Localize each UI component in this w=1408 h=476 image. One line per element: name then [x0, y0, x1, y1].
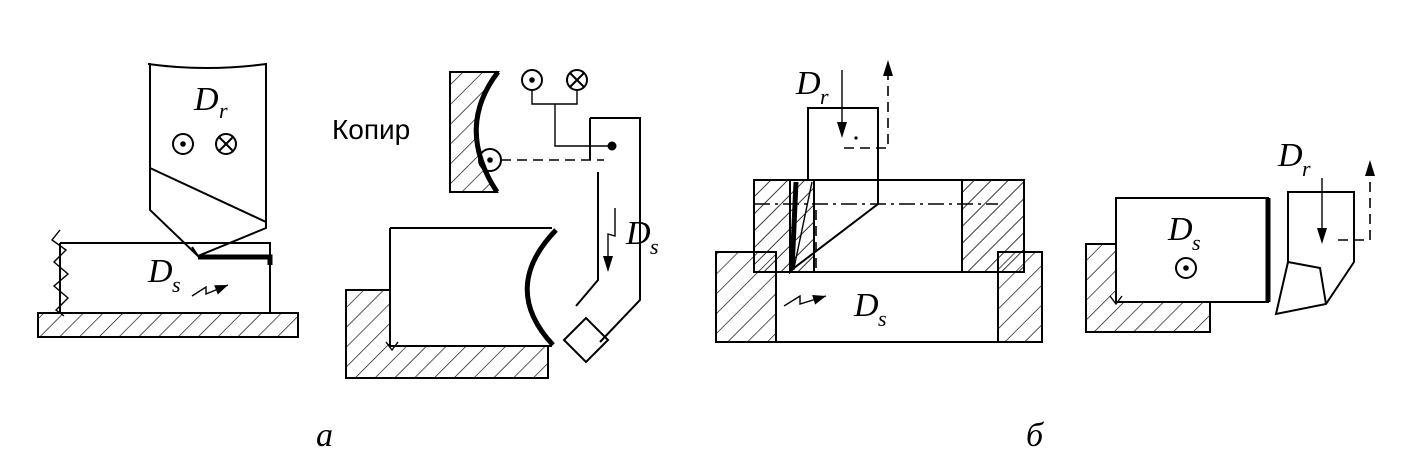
machined-surface: [198, 254, 273, 265]
label-ds-1: D: [147, 253, 173, 290]
cross-in-circle-icon: [566, 69, 588, 91]
label-dr: D: [193, 81, 219, 118]
workpiece: [59, 242, 271, 313]
label-dr-3-sub: r: [1302, 156, 1311, 181]
panel-b-right: D s D r: [1085, 137, 1375, 333]
label-ds-3: D: [853, 287, 879, 324]
tool-holder: [575, 117, 641, 343]
zigzag-arrow-icon: [783, 294, 827, 307]
label-copier: Копир: [332, 114, 410, 145]
panel-a-right: Копир D s: [332, 69, 659, 379]
ring-wall-left: [753, 179, 815, 273]
cutting-insert: [562, 316, 610, 364]
label-dr-sub: r: [219, 98, 228, 123]
label-ds-2: D: [625, 215, 651, 252]
dot-in-circle-icon: [172, 133, 194, 155]
label-dr-2-sub: r: [820, 84, 829, 109]
label-ds-4: D: [1167, 211, 1193, 248]
label-dr-3: D: [1277, 137, 1303, 174]
caption-b: б: [1026, 417, 1045, 454]
label-ds-1-sub: s: [172, 272, 181, 297]
caption-a: а: [316, 417, 333, 454]
facing-tool: [1274, 191, 1355, 316]
dot-in-circle-icon: [1175, 257, 1197, 279]
label-ds-3-sub: s: [878, 306, 887, 331]
label-ds-4-sub: s: [1192, 230, 1201, 255]
label-dr-2: D: [795, 65, 821, 102]
panel-b-left: D r D s: [715, 60, 1043, 343]
base-plate: [37, 312, 299, 338]
broken-edge: [50, 229, 70, 317]
ring-wall-right: [961, 179, 1025, 273]
facing-workpiece: [1115, 197, 1269, 303]
cross-in-circle-icon: [215, 133, 237, 155]
dot-in-circle-icon: [521, 69, 543, 91]
milling-cutter: [147, 62, 267, 258]
panel-a-left: D r D s: [37, 62, 299, 338]
zigzag-arrow-icon: [191, 284, 229, 297]
label-ds-2-sub: s: [650, 234, 659, 259]
